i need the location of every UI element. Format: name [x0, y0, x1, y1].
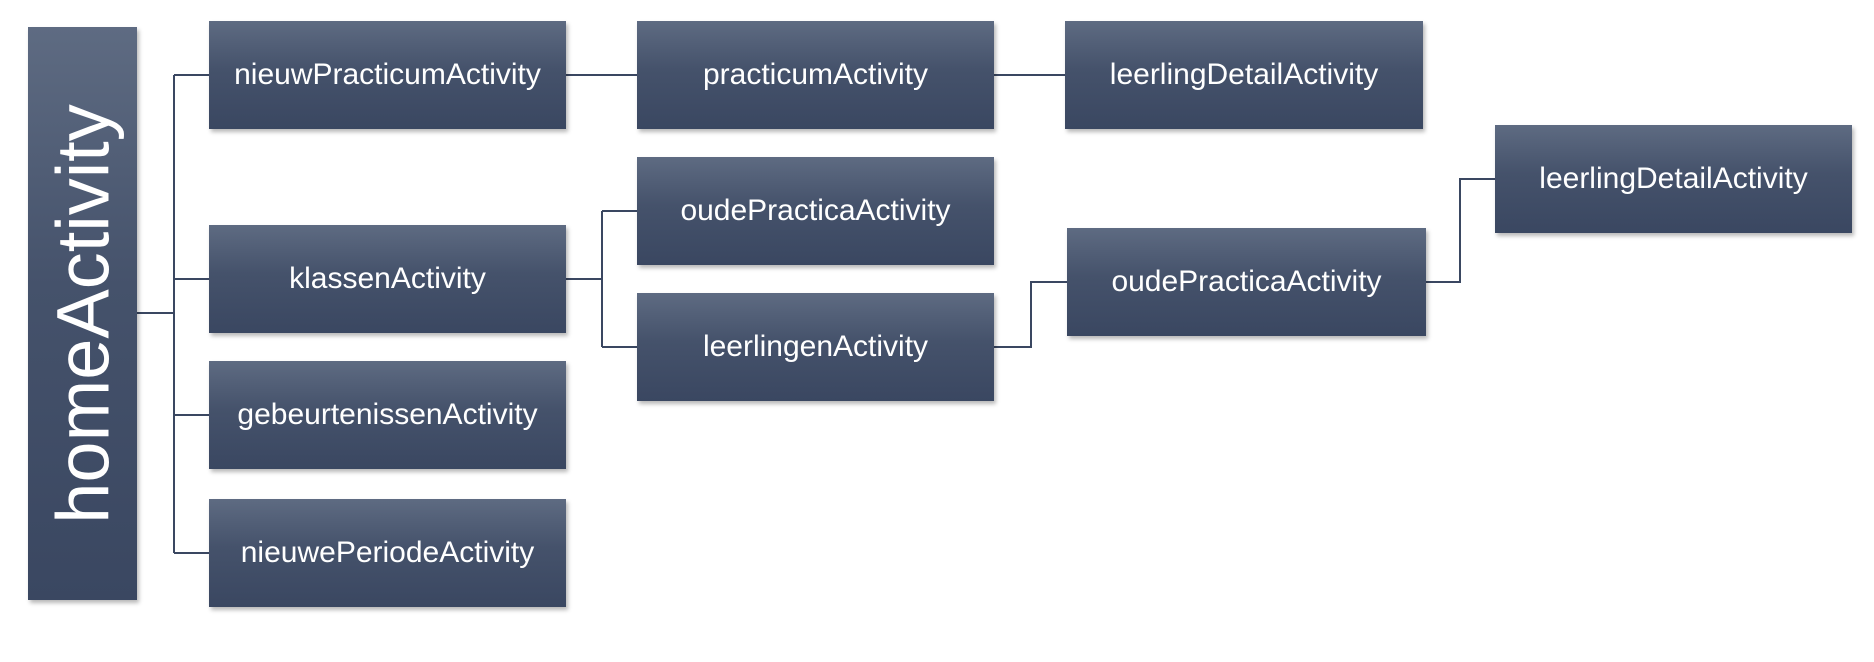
connector-root-trunk [137, 75, 175, 553]
connector-oude-practica-leerling-detail [1426, 178, 1495, 283]
node-nieuw-practicum-activity: nieuwPracticumActivity [209, 21, 566, 129]
node-klassen-activity: klassenActivity [209, 225, 566, 333]
connector-klassen-branch [566, 210, 637, 348]
node-home-activity-label: homeActivity [41, 103, 124, 524]
connector-leerlingen-oude-practica [994, 281, 1067, 348]
node-practicum-activity: practicumActivity [637, 21, 994, 129]
node-leerling-detail-activity: leerlingDetailActivity [1065, 21, 1423, 129]
node-home-activity: homeActivity [28, 27, 137, 600]
node-gebeurtenissen-activity: gebeurtenissenActivity [209, 361, 566, 469]
node-oude-practica-activity-level3: oudePracticaActivity [1067, 228, 1426, 336]
node-leerlingen-activity: leerlingenActivity [637, 293, 994, 401]
node-leerling-detail-activity-level4: leerlingDetailActivity [1495, 125, 1852, 233]
node-oude-practica-activity: oudePracticaActivity [637, 157, 994, 265]
node-nieuwe-periode-activity: nieuwePeriodeActivity [209, 499, 566, 607]
